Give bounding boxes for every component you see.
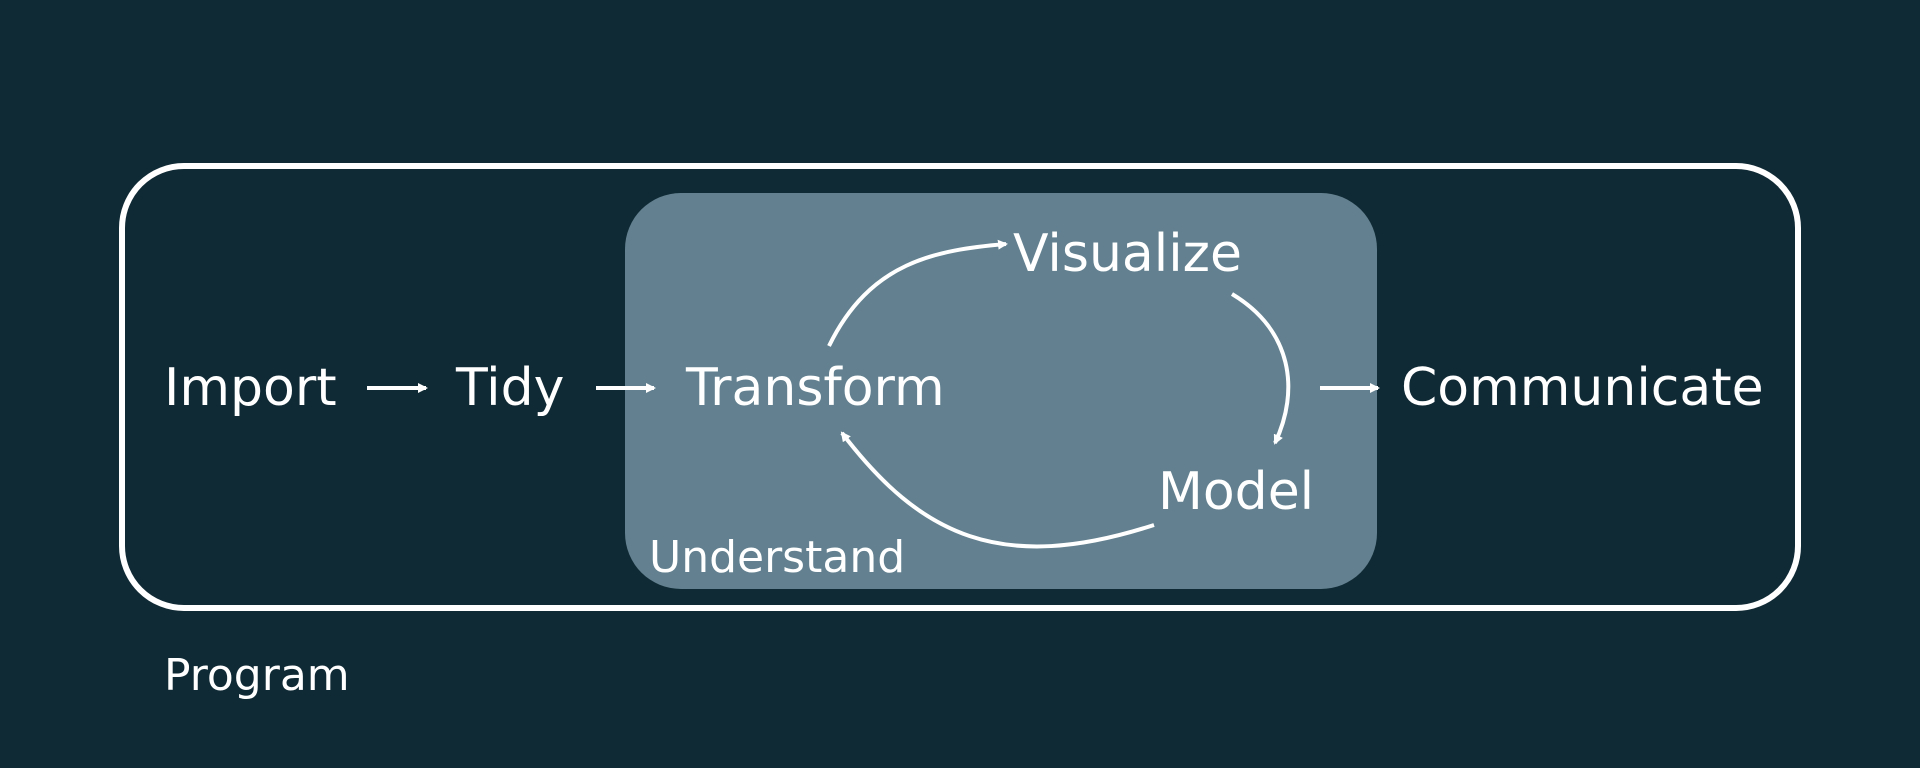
program-frame [119, 163, 1801, 611]
group-label-understand: Understand [649, 532, 906, 583]
node-tidy: Tidy [456, 358, 565, 418]
node-communicate: Communicate [1401, 358, 1764, 418]
arrow-visualize-to-model [1230, 292, 1291, 445]
node-transform: Transform [686, 358, 945, 418]
node-model: Model [1158, 462, 1315, 522]
node-visualize: Visualize [1013, 224, 1242, 284]
understand-box [625, 193, 1377, 589]
arrow-transform-to-visualize [827, 239, 1008, 347]
node-import: Import [164, 358, 337, 418]
arrow-model-to-transform [840, 431, 1155, 549]
group-label-program: Program [164, 650, 350, 701]
